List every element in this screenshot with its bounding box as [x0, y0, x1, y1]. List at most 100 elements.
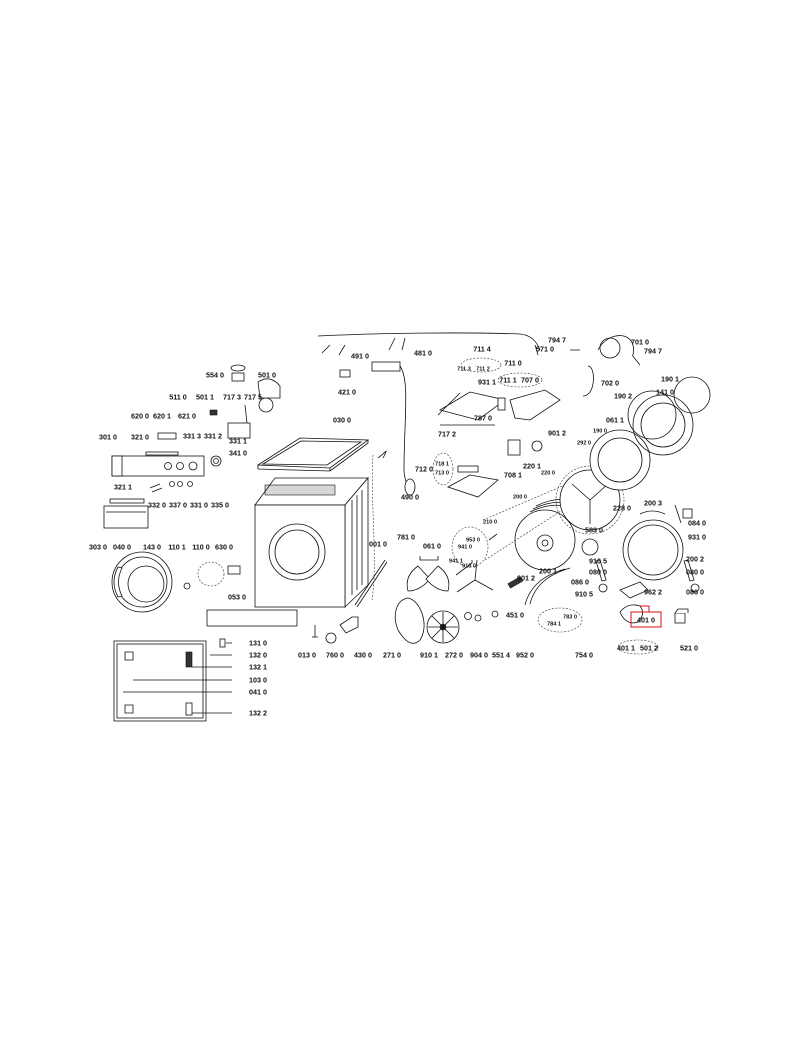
part-label: 421 0	[338, 388, 356, 397]
part-label: 711 4	[473, 345, 491, 354]
part-label: 132 0	[249, 651, 267, 660]
part-label: 962 2	[644, 588, 662, 597]
control-panel	[111, 364, 281, 477]
drum	[555, 335, 711, 535]
part-label: 084 0	[688, 519, 706, 528]
part-label: 040 0	[113, 543, 131, 552]
part-label: 210 0	[483, 520, 497, 526]
part-label: 030 0	[333, 416, 351, 425]
part-label: 521 0	[680, 644, 698, 653]
door	[111, 551, 241, 613]
part-label: 190 1	[661, 375, 679, 384]
part-label: 132 2	[249, 709, 267, 718]
part-label: 061 1	[606, 416, 624, 425]
wiring-harness	[317, 332, 541, 496]
part-label: 630 0	[215, 543, 233, 552]
part-label: 430 0	[354, 651, 372, 660]
part-label: 080 0	[589, 568, 607, 577]
part-label: 711 1	[499, 376, 517, 385]
part-label: 200 2	[686, 555, 704, 564]
part-label: 061 0	[423, 542, 441, 551]
counterweights	[406, 533, 498, 593]
part-label: 401 1	[617, 644, 635, 653]
part-label: 583 0	[585, 526, 603, 535]
dispenser	[432, 357, 561, 498]
part-label: 711 2	[476, 367, 490, 373]
front-tub	[595, 504, 700, 599]
part-label: 717 5	[244, 393, 262, 402]
part-label: 301 0	[99, 433, 117, 442]
part-label: 190 2	[614, 392, 632, 401]
top-lid	[256, 437, 370, 472]
part-label: 713 0	[435, 471, 449, 477]
part-label: 481 0	[414, 349, 432, 358]
part-label: 303 0	[89, 543, 107, 552]
part-label: 271 0	[383, 651, 401, 660]
part-label: 220 1	[523, 462, 541, 471]
part-label: 110 1	[168, 543, 186, 552]
detergent-drawer	[103, 481, 193, 529]
plinth	[206, 609, 298, 627]
part-label: 781 0	[397, 533, 415, 542]
part-label: 901 2	[517, 574, 535, 583]
part-label: 941 1	[449, 559, 463, 565]
part-label: 401 0	[637, 616, 655, 625]
part-label: 754 0	[575, 651, 593, 660]
part-label: 571 0	[536, 345, 554, 354]
part-label: 511 0	[169, 393, 187, 402]
part-label: 086 0	[686, 588, 704, 597]
part-label: 760 0	[326, 651, 344, 660]
part-label: 501 1	[196, 393, 214, 402]
part-label: 717 3	[223, 393, 241, 402]
highlight-box-401-0	[630, 611, 662, 628]
part-label: 190 0	[593, 429, 607, 435]
part-label: 794 7	[644, 347, 662, 356]
part-label: 952 0	[516, 651, 534, 660]
cabinet	[254, 450, 388, 608]
part-label: 910 5	[575, 590, 593, 599]
part-label: 551 4	[492, 651, 510, 660]
part-label: 341 0	[229, 449, 247, 458]
part-label: 784 1	[547, 622, 561, 628]
part-label: 228 0	[613, 504, 631, 513]
part-label: 718 1	[435, 462, 449, 468]
drain-pump	[617, 604, 689, 655]
part-label: 717 2	[438, 430, 456, 439]
part-label: 491 0	[351, 352, 369, 361]
part-label: 272 0	[445, 651, 463, 660]
part-label: 321 1	[114, 483, 132, 492]
part-label: 711 0	[504, 359, 522, 368]
part-label: 931 1	[478, 378, 496, 387]
part-label: 143 0	[143, 543, 161, 552]
part-label: 331 2	[204, 432, 222, 441]
part-label: 335 0	[211, 501, 229, 510]
part-label: 708 1	[504, 471, 522, 480]
part-label: 953 0	[466, 538, 480, 544]
small-parts	[312, 597, 499, 644]
part-label: 332 0	[148, 501, 166, 510]
part-label: 910 1	[420, 651, 438, 660]
part-label: 001 0	[369, 540, 387, 549]
back-panel	[113, 638, 232, 722]
part-label: 200 1	[539, 567, 557, 576]
part-label: 901 2	[548, 429, 566, 438]
part-label: 904 0	[470, 651, 488, 660]
part-label: 712 0	[415, 465, 433, 474]
part-label: 132 1	[249, 663, 267, 672]
part-label: 941 0	[458, 545, 472, 551]
part-label: 490 0	[401, 493, 419, 502]
part-label: 787 0	[474, 414, 492, 423]
part-label: 292 0	[577, 441, 591, 447]
part-label: 910 0	[462, 564, 476, 570]
part-label: 783 0	[563, 615, 577, 621]
part-label: 200 0	[513, 495, 527, 501]
part-label: 794 7	[548, 336, 566, 345]
part-label: 620 0	[131, 412, 149, 421]
part-label: 200 3	[644, 499, 662, 508]
part-label: 702 0	[601, 379, 619, 388]
part-label: 701 0	[631, 338, 649, 347]
part-label: 013 0	[298, 651, 316, 660]
part-label: 501 0	[258, 371, 276, 380]
part-label: 103 0	[249, 676, 267, 685]
